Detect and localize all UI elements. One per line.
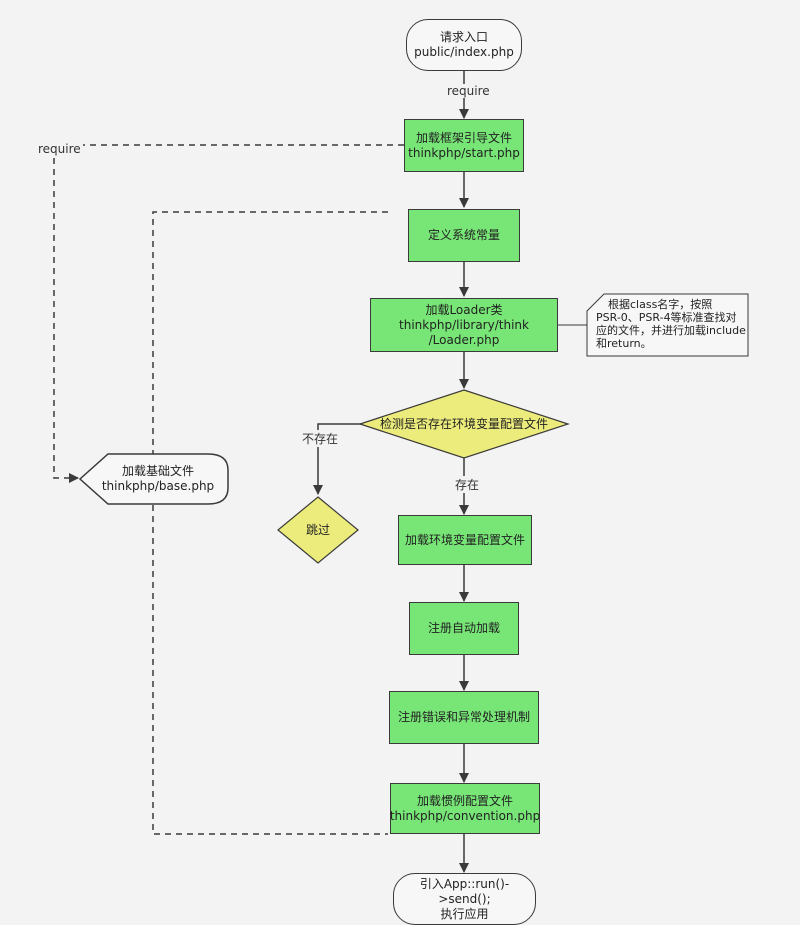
node-load-base: 加载基础文件 thinkphp/base.php — [96, 458, 220, 500]
node-load-bootstrap: 加载框架引导文件 thinkphp/start.php — [404, 119, 524, 172]
base-shape — [78, 453, 229, 505]
edge-check-to-skip — [313, 423, 361, 495]
edge-label-require-main: require — [445, 84, 492, 98]
node-load-loader-line2: thinkphp/library/think — [399, 317, 529, 332]
node-skip: 跳过 — [290, 520, 346, 540]
edge-start-php-require-base — [53, 144, 404, 483]
node-load-base-line2: thinkphp/base.php — [101, 479, 215, 493]
node-register-autoload: 注册自动加载 — [409, 602, 519, 655]
node-run-app-line1: 引入App::run()->send(); — [419, 876, 510, 906]
node-load-bootstrap-line2: thinkphp/start.php — [408, 145, 520, 160]
edge-label-not-exists: 不存在 — [300, 430, 341, 447]
node-load-env: 加载环境变量配置文件 — [398, 515, 532, 565]
node-load-loader-line1: 加载Loader类 — [425, 302, 503, 317]
node-skip-label: 跳过 — [305, 522, 330, 537]
edge-label-require-side: require — [36, 142, 83, 156]
node-load-loader: 加载Loader类 thinkphp/library/think /Loader… — [370, 298, 558, 352]
loader-note-line2: PSR-0、PSR-4等标准查找对 — [596, 311, 737, 324]
loader-note-line4: 和return。 — [596, 337, 652, 350]
node-register-error-handler-line1: 注册错误和异常处理机制 — [397, 710, 530, 724]
node-request-entry: 请求入口 public/index.php — [406, 19, 522, 71]
node-load-base-line1: 加载基础文件 — [121, 464, 194, 478]
decision-shape — [358, 389, 570, 459]
loader-note-line1: 根据class名字，按照 — [608, 298, 713, 311]
loader-note: 根据class名字，按照 PSR-0、PSR-4等标准查找对 应的文件，并进行加… — [596, 298, 746, 350]
note-shape — [586, 293, 749, 357]
edge-label-exists: 存在 — [453, 476, 482, 493]
node-define-constants: 定义系统常量 — [408, 209, 520, 262]
node-load-bootstrap-line1: 加载框架引导文件 — [415, 130, 512, 145]
loader-note-line3: 应的文件，并进行加载include — [596, 324, 746, 337]
node-run-app: 引入App::run()->send(); 执行应用 — [393, 873, 536, 925]
node-define-constants-line1: 定义系统常量 — [427, 228, 500, 242]
node-register-error-handler: 注册错误和异常处理机制 — [389, 691, 539, 744]
skip-shape — [277, 496, 359, 564]
node-load-convention-line2: thinkphp/convention.php — [389, 808, 541, 823]
node-register-autoload-line1: 注册自动加载 — [427, 621, 500, 635]
node-request-entry-line2: public/index.php — [414, 45, 514, 59]
node-env-check: 检测是否存在环境变量配置文件 — [370, 412, 558, 436]
node-load-loader-line3: /Loader.php — [428, 332, 500, 347]
node-load-env-line1: 加载环境变量配置文件 — [404, 532, 525, 547]
node-run-app-line2: 执行应用 — [440, 906, 489, 921]
node-load-convention-line1: 加载惯例配置文件 — [416, 793, 513, 808]
node-env-check-label: 检测是否存在环境变量配置文件 — [379, 416, 548, 431]
edge-base-scope-bracket — [152, 211, 388, 835]
node-request-entry-line1: 请求入口 — [439, 30, 488, 44]
node-load-convention: 加载惯例配置文件 thinkphp/convention.php — [390, 783, 540, 834]
